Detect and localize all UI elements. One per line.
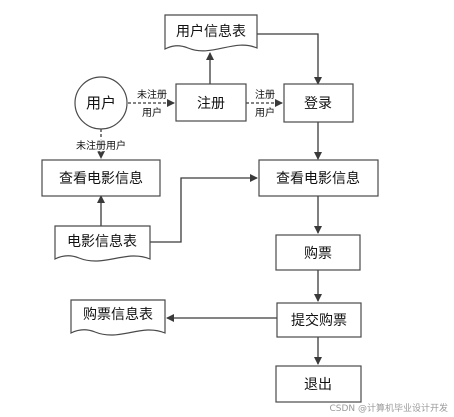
node-ticket-table bbox=[70, 299, 166, 336]
label-exit: 退出 bbox=[304, 377, 332, 393]
edge-label-registered-line1: 注册 bbox=[255, 88, 275, 101]
node-view-movie-right bbox=[258, 159, 379, 197]
label-ticket-table: 购票信息表 bbox=[83, 306, 153, 323]
label-submit-ticket: 提交购票 bbox=[291, 312, 347, 329]
node-movie-table bbox=[54, 225, 151, 262]
edge-user-table-to-login bbox=[257, 33, 322, 85]
label-movie-table: 电影信息表 bbox=[67, 233, 137, 250]
node-login bbox=[283, 83, 354, 123]
node-buy-ticket bbox=[275, 234, 361, 271]
label-view-movie-left: 查看电影信息 bbox=[59, 170, 143, 187]
label-buy-ticket: 购票 bbox=[304, 246, 332, 262]
label-login: 登录 bbox=[304, 96, 332, 112]
watermark: CSDN @计算机毕业设计开发 bbox=[329, 404, 448, 414]
edge-movie-table-to-view-right bbox=[150, 174, 258, 243]
edge-label-unregistered-line2: 用户 bbox=[142, 106, 162, 119]
node-register bbox=[175, 83, 247, 122]
node-user bbox=[74, 76, 128, 130]
label-view-movie-right: 查看电影信息 bbox=[276, 170, 360, 187]
node-user-table bbox=[164, 14, 258, 52]
label-user-table: 用户信息表 bbox=[176, 23, 246, 40]
node-view-movie-left bbox=[41, 159, 161, 197]
edge-label-registered-line2: 用户 bbox=[255, 106, 275, 119]
node-submit-ticket bbox=[276, 302, 362, 338]
label-user: 用户 bbox=[86, 94, 116, 112]
node-exit bbox=[275, 365, 362, 403]
edge-label-unregistered-line1: 未注册 bbox=[137, 88, 167, 101]
edge-label-unregistered-user: 未注册用户 bbox=[76, 139, 126, 152]
label-register: 注册 bbox=[197, 96, 225, 112]
